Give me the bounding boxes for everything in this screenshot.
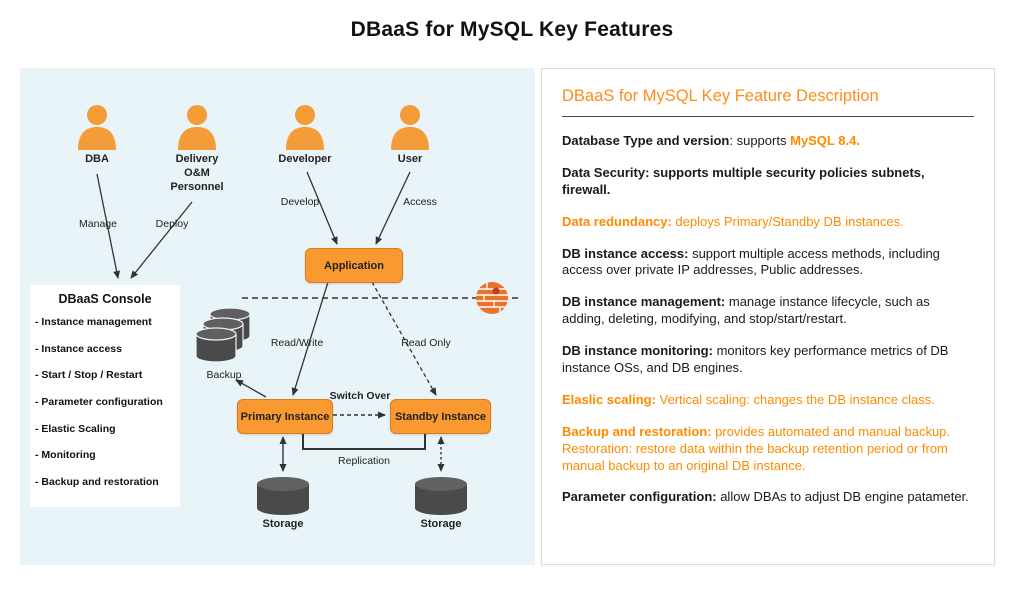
- edge-label-develop: Develop: [280, 196, 320, 208]
- feature-item: Data redundancy: deploys Primary/Standby…: [562, 214, 974, 231]
- person-icon: [391, 105, 429, 150]
- node-standby-instance: Standby Instance: [390, 399, 491, 434]
- edge-deploy: [130, 201, 193, 279]
- feature-segment: Elaslic scaling:: [562, 391, 656, 407]
- edge-label-read-only: Read Only: [401, 337, 451, 349]
- edge-label-manage: Manage: [79, 218, 117, 230]
- feature-list: Database Type and version: supports MySQ…: [562, 133, 974, 506]
- edge-label-read-write: Read/Write: [270, 337, 324, 349]
- edge-backup: [235, 379, 267, 398]
- actor-user: User: [375, 104, 445, 167]
- storage-icon-standby: [415, 477, 467, 515]
- feature-segment: deploys Primary/Standby DB instances.: [671, 213, 904, 229]
- edge-label-replication: Replication: [338, 455, 390, 467]
- console-title: DBaaS Console: [58, 292, 152, 306]
- feature-segment: DB instance management:: [562, 294, 726, 310]
- storage-icon-primary: [257, 477, 309, 515]
- storage-label-primary: Storage: [262, 518, 304, 530]
- actor-label: Delivery O&M Personnel: [170, 153, 224, 193]
- feature-item: DB instance monitoring: monitors key per…: [562, 343, 974, 377]
- console-item: - Backup and restoration: [35, 475, 159, 488]
- page-title: DBaaS for MySQL Key Features: [350, 18, 674, 41]
- feature-segment: : supports: [729, 133, 791, 148]
- feature-segment: MySQL 8.4.: [790, 133, 860, 148]
- console-item: - Elastic Scaling: [35, 422, 116, 435]
- feature-segment: Backup and restoration:: [562, 423, 712, 439]
- feature-segment: Parameter configuration:: [562, 489, 717, 505]
- feature-segment: manage instance lifecycle, such as addin…: [562, 294, 930, 327]
- feature-item: DB instance management: manage instance …: [562, 294, 974, 328]
- feature-segment: Vertical scaling: changes the DB instanc…: [655, 391, 935, 407]
- backup-label: Backup: [206, 369, 242, 381]
- edge-label-deploy: Deploy: [155, 218, 189, 230]
- feature-segment: provides automated and manual backup. Re…: [562, 423, 951, 473]
- feature-item: DB instance access: support multiple acc…: [562, 246, 974, 280]
- feature-item: Backup and restoration: provides automat…: [562, 424, 974, 475]
- edge-label-access: Access: [403, 196, 437, 208]
- node-primary-instance: Primary Instance: [237, 399, 333, 434]
- actor-label: User: [397, 153, 423, 165]
- divider: [562, 116, 974, 117]
- description-panel: DBaaS for MySQL Key Feature Description …: [541, 68, 995, 565]
- storage-label-standby: Storage: [420, 518, 462, 530]
- actor-delivery-om: Delivery O&M Personnel: [162, 104, 232, 194]
- feature-item: Elaslic scaling: Vertical scaling: chang…: [562, 392, 974, 409]
- person-icon: [286, 105, 324, 150]
- console-item: - Parameter configuration: [35, 395, 163, 408]
- feature-segment: allow DBAs to adjust DB engine patameter…: [716, 489, 969, 505]
- node-application: Application: [305, 248, 403, 283]
- feature-segment: Data redundancy:: [562, 213, 672, 229]
- person-icon: [178, 105, 216, 150]
- feature-segment: DB instance access:: [562, 245, 689, 261]
- feature-segment: monitors key performance metrics of DB i…: [562, 343, 949, 376]
- console-item: - Start / Stop / Restart: [35, 369, 143, 382]
- actor-label: DBA: [85, 153, 109, 165]
- edge-access: [375, 171, 411, 245]
- console-item: - Instance management: [35, 316, 152, 328]
- feature-segment: DB instance monitoring:: [562, 343, 713, 359]
- feature-segment: Data Security: supports multiple securit…: [562, 164, 925, 197]
- console-items: - Instance management - Instance access - …: [35, 316, 175, 489]
- architecture-diagram: DBA Delivery O&M Personnel Developer Use…: [20, 68, 535, 565]
- feature-item: Parameter configuration: allow DBAs to a…: [562, 489, 974, 506]
- console-item: - Instance access: [35, 342, 122, 355]
- edge-label-switch-over: Switch Over: [329, 390, 391, 402]
- actor-dba: DBA: [62, 104, 132, 167]
- feature-segment: Database Type and version: [562, 133, 730, 148]
- firewall-icon: [476, 282, 508, 314]
- edge-develop: [306, 171, 338, 245]
- person-icon: [78, 105, 116, 150]
- actor-label: Developer: [278, 153, 332, 165]
- feature-item: Database Type and version: supports MySQ…: [562, 133, 974, 150]
- console-item: - Monitoring: [35, 449, 96, 462]
- actor-developer: Developer: [270, 104, 340, 167]
- backup-icon: [195, 307, 251, 363]
- dbaas-console-panel: DBaaS Console - Instance management- Ins…: [30, 285, 180, 507]
- feature-segment: support multiple access methods, includi…: [562, 245, 940, 278]
- feature-item: Data Security: supports multiple securit…: [562, 165, 974, 199]
- description-title: DBaaS for MySQL Key Feature Description: [562, 87, 879, 105]
